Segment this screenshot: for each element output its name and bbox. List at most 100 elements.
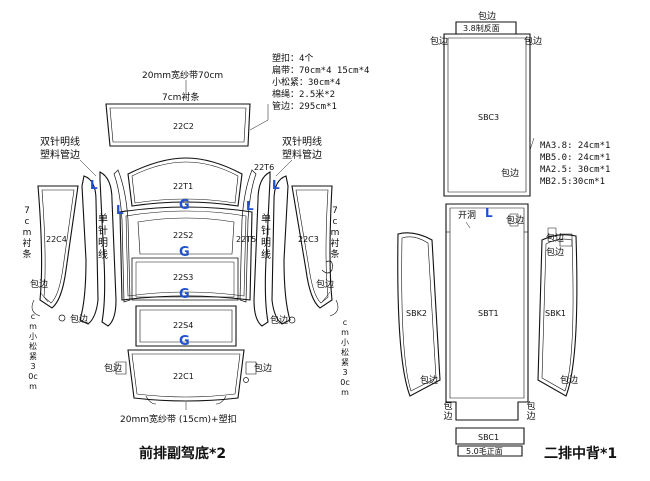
top-text: 3.8制反面 [463, 24, 500, 33]
piece-sbk2-inner [401, 236, 437, 392]
piece-sbt1-inner [449, 207, 525, 399]
hem-r-2: 包边 [524, 37, 543, 47]
piece-sbc1-outline [455, 427, 525, 445]
mark-g-3: G [179, 287, 190, 302]
hem-r-1: 包边 [430, 37, 449, 47]
piece-22t5-label: 22T5 [236, 235, 257, 244]
note-r-3: MA2.5: 30cm*1 [540, 165, 611, 175]
piece-22c2-outline [105, 103, 251, 147]
left-strip-inner [99, 171, 117, 327]
bottom-band-label: 20mm宽纱带 (15cm)+塑扣 [120, 415, 237, 425]
leader-opening [465, 221, 471, 229]
top-band-label: 20mm宽纱带70cm [142, 71, 224, 81]
leader-elastic-left [39, 291, 49, 303]
piece-22c4-label: 22C4 [46, 235, 67, 244]
hem-curl-right [329, 299, 339, 317]
hem-label-6: 包边 [254, 364, 273, 374]
mark-l-1: L [90, 178, 98, 192]
single-needle-left-label: 单针明线 [98, 214, 108, 261]
tab-left-lower [115, 361, 127, 375]
hem-r-10: 包边 [526, 402, 536, 422]
piece-22s3-outline [131, 257, 239, 301]
mark-l-4: L [272, 178, 280, 192]
tab-bottom-right [215, 395, 227, 405]
left-strip-third [113, 169, 131, 303]
piece-sbc1-label: SBC1 [478, 433, 500, 442]
note-3: 小松紧：30cm*4 [272, 78, 341, 88]
mark-l-5: L [485, 206, 493, 220]
leader-elastic-right [321, 291, 331, 303]
left-side-strip-label: 7cm衬条 [22, 206, 32, 260]
leader-double-right [275, 159, 293, 177]
left-title: 前排副驾底*2 [139, 446, 227, 462]
note-r-4: MB2.5:30cm*1 [540, 177, 606, 187]
note-4: 棉绳：2.5米*2 [272, 90, 336, 100]
right-strip-outer [271, 175, 291, 325]
piece-22s3-label: 22S3 [173, 273, 194, 282]
note-5: 管边：295cm*1 [272, 102, 337, 112]
piece-sbk2-label: SBK2 [406, 309, 427, 318]
piece-22s4-label: 22S4 [173, 321, 194, 330]
right-elastic-label: cm小松紧30cm [340, 318, 350, 397]
piece-22c1-inner [131, 353, 241, 398]
note-2: 扁带：70cm*4 15cm*4 [272, 66, 370, 76]
hook-right [321, 260, 333, 274]
piece-22c3-inner [295, 189, 329, 304]
piece-22s4-inner [139, 309, 233, 343]
piece-22s2-label: 22S2 [173, 231, 194, 240]
snap-left [58, 314, 66, 322]
piece-sbc3-label: SBC3 [478, 113, 500, 122]
piece-sbt1-label: SBT1 [478, 309, 499, 318]
piece-22s4-outline [135, 305, 237, 347]
piece-sbc3-outline [443, 33, 531, 197]
hem-r-4: 包边 [506, 216, 525, 226]
tab-right-lower [245, 361, 257, 375]
hem-r-9: 包边 [443, 402, 453, 422]
note-r-2: MB5.0: 24cm*1 [540, 153, 611, 163]
hem-label-2: 包边 [70, 315, 89, 325]
piece-22s2-inner [125, 210, 247, 297]
hem-label-3: 包边 [316, 280, 335, 290]
piece-22s3-inner [135, 261, 235, 298]
piece-22t1-inner [131, 161, 239, 204]
sbk1-tab [559, 233, 573, 247]
leader-notes [249, 104, 269, 131]
snap-right-lower [243, 377, 249, 383]
piece-22c1-label: 22C1 [173, 372, 194, 381]
mark-l-2: L [116, 203, 124, 217]
mark-g-4: G [179, 334, 190, 349]
hem-r-3: 包边 [501, 169, 520, 179]
opening-label: 开洞 [458, 211, 477, 221]
piece-22t6-label: 22T6 [254, 163, 275, 172]
right-title: 二排中背*1 [544, 446, 618, 462]
hem-label-4: 包边 [270, 316, 289, 326]
leader-double-left [79, 159, 97, 177]
piece-22c3-outline [291, 185, 333, 309]
snap-right [288, 316, 296, 324]
mark-g-2: G [179, 245, 190, 260]
right-side-strip-label: 7cm衬条 [330, 206, 340, 260]
piece-sbk2-outline [397, 232, 441, 397]
hem-top-r: 包边 [478, 12, 497, 22]
tab-bottom-50 [457, 445, 523, 457]
left-elastic-label: cm小松紧30cm [28, 312, 38, 391]
leader-notes-right [529, 137, 535, 151]
bottom-text: 5.0毛正面 [466, 447, 503, 456]
piece-sbk1-inner [541, 238, 574, 392]
double-needle-right-label: 双针明线 塑料管边 [282, 137, 322, 161]
piece-22t1-label: 22T1 [173, 182, 194, 191]
piece-sbt1-outline [445, 203, 529, 421]
right-strip-third [239, 169, 257, 303]
hem-label-5: 包边 [104, 364, 123, 374]
hem-curl-left [31, 299, 41, 317]
hem-r-7: 包边 [420, 376, 439, 386]
piece-22c3-label: 22C3 [298, 235, 319, 244]
stitch-mark-2 [547, 227, 557, 237]
left-strip-outer [79, 175, 99, 325]
top-band-sub-label: 7cm衬条 [162, 93, 200, 103]
piece-sbk1-label: SBK1 [545, 309, 566, 318]
piece-22c4-outline [37, 185, 79, 309]
hem-r-6: 包边 [546, 248, 565, 258]
